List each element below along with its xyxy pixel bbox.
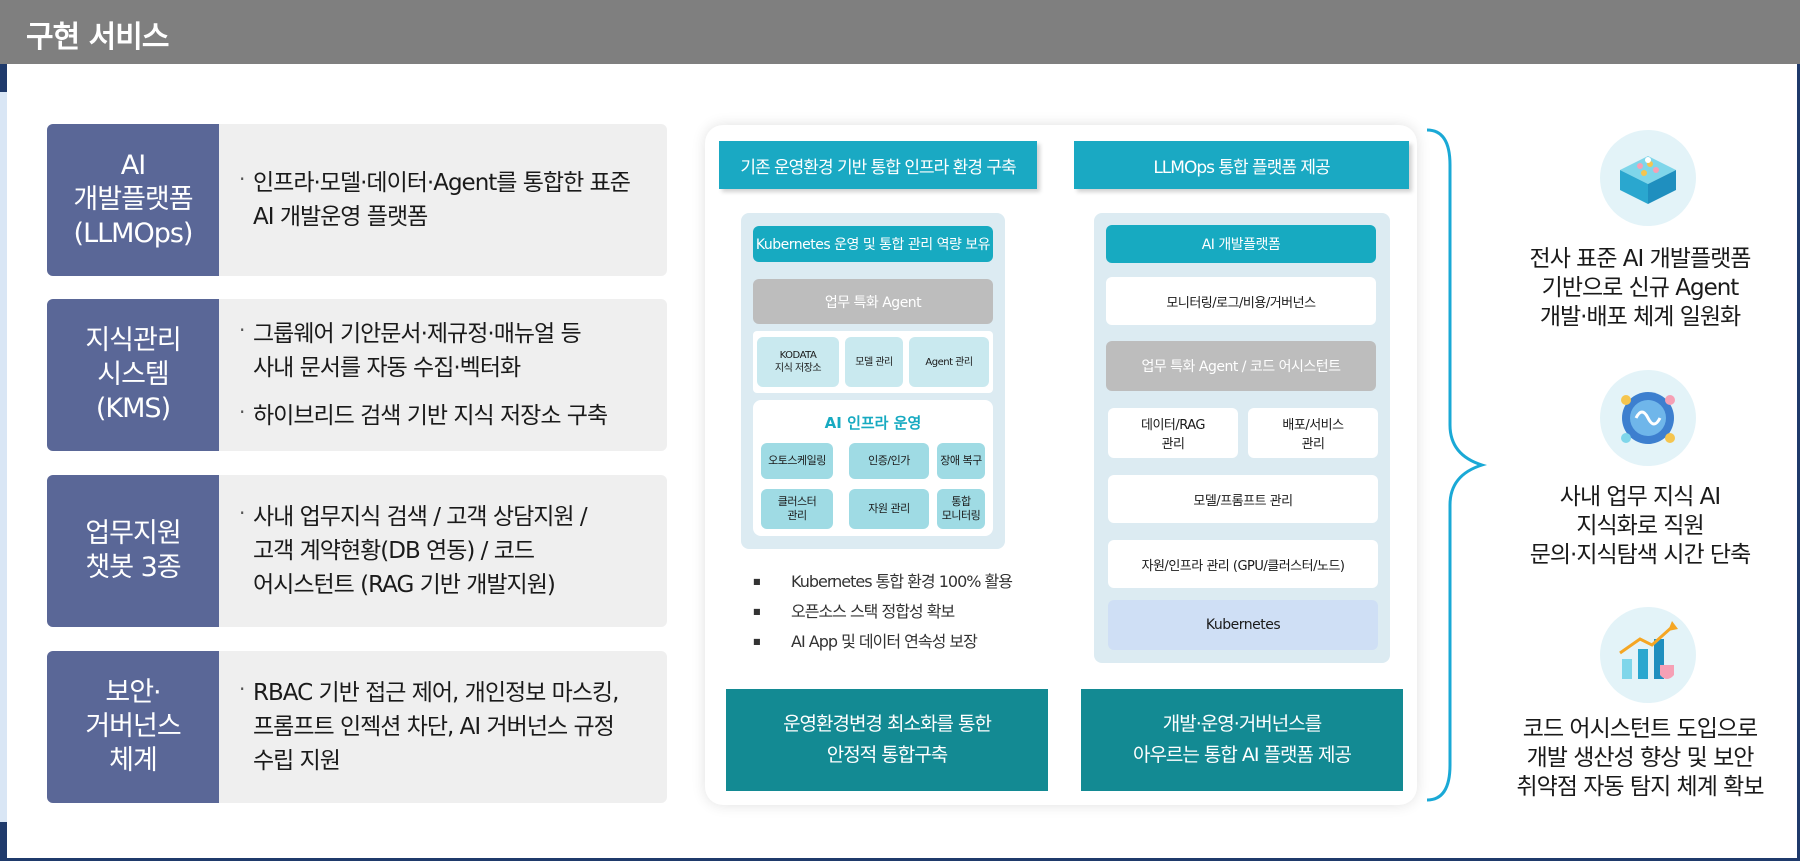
row-description: 그룹웨어 기안문서·제규정·매뉴얼 등 사내 문서를 자동 수집·벡터화 하이브… [239, 299, 664, 451]
bullet-item: 사내 업무지식 검색 / 고객 상담지원 / 고객 계약현황(DB 연동) / … [239, 496, 664, 602]
infra-ops-title: AI 인프라 운영 [824, 414, 922, 432]
autoscaling-cell: 오토스케일링 [761, 443, 833, 479]
ai-platform-box: AI 개발플랫폼 [1106, 225, 1376, 263]
header-bar: 구현 서비스 [0, 0, 1800, 64]
infra-ops-group: AI 인프라 운영 오토스케일링 인증/인가 장애 복구 클러스터 관리 자원 … [753, 400, 993, 536]
bullet-item: RBAC 기반 접근 제어, 개인정보 마스킹, 프롬프트 인젝션 차단, AI… [239, 672, 664, 778]
row-llmops: AI 개발플랫폼 (LLMOps) 인프라·모델·데이터·Agent를 통합한 … [47, 124, 667, 276]
row-kms: 지식관리 시스템 (KMS) 그룹웨어 기안문서·제규정·매뉴얼 등 사내 문서… [47, 299, 667, 451]
row-description: 인프라·모델·데이터·Agent를 통합한 표준 AI 개발운영 플랫폼 [239, 124, 664, 276]
kubernetes-box: Kubernetes [1108, 600, 1378, 650]
cluster-cell: 클러스터 관리 [761, 489, 833, 529]
brain-knowledge-icon [1600, 370, 1696, 466]
deploy-box: 배포/서비스 관리 [1248, 408, 1378, 458]
row-security: 보안· 거버넌스 체계 RBAC 기반 접근 제어, 개인정보 마스킹, 프롬프… [47, 651, 667, 803]
data-rag-box: 데이터/RAG 관리 [1108, 408, 1238, 458]
row-chatbot: 업무지원 챗봇 3종 사내 업무지식 검색 / 고객 상담지원 / 고객 계약현… [47, 475, 667, 627]
row-label: 업무지원 챗봇 3종 [47, 475, 219, 627]
list-item: Kubernetes 통합 환경 100% 활용 [753, 567, 1013, 597]
row-description: RBAC 기반 접근 제어, 개인정보 마스킹, 프롬프트 인젝션 차단, AI… [239, 651, 664, 803]
agent-mgmt-box: Agent 관리 [909, 337, 989, 387]
effect-text: 전사 표준 AI 개발플랫폼 기반으로 신규 Agent 개발·배포 체계 일원… [1529, 246, 1752, 330]
benefit-list: Kubernetes 통합 환경 100% 활용 오픈소스 스택 정합성 확보 … [753, 567, 1013, 657]
model-prompt-box: 모델/프롬프트 관리 [1108, 475, 1378, 523]
bullet-item: 그룹웨어 기안문서·제규정·매뉴얼 등 사내 문서를 자동 수집·벡터화 [239, 313, 664, 385]
list-item: 오픈소스 스택 정합성 확보 [753, 597, 1012, 627]
page-title: 구현 서비스 [26, 20, 169, 55]
growth-security-icon [1600, 607, 1696, 703]
resource-cell: 자원 관리 [849, 489, 929, 529]
right-outcome-box: 개발·운영·거버넌스를 아우르는 통합 AI 플랫폼 제공 [1081, 689, 1403, 791]
monitoring-box: 모니터링/로그/비용/거버넌스 [1106, 277, 1376, 325]
right-column-header: LLMOps 통합 플랫폼 제공 [1074, 141, 1409, 189]
llmops-diagram: AI 개발플랫폼 모니터링/로그/비용/거버넌스 업무 특화 Agent / 코… [1094, 213, 1390, 663]
effect-text: 코드 어시스턴트 도입으로 개발 생산성 향상 및 보안 취약점 자동 탐지 체… [1516, 716, 1764, 800]
brace-icon [1426, 128, 1488, 802]
infra-diagram: Kubernetes 운영 및 통합 관리 역량 보유 업무 특화 Agent … [741, 213, 1005, 549]
architecture-panel: 기존 운영환경 기반 통합 인프라 환경 구축 Kubernetes 운영 및 … [705, 125, 1417, 805]
agent-assistant-box: 업무 특화 Agent / 코드 어시스턴트 [1106, 341, 1376, 391]
row-label: 보안· 거버넌스 체계 [47, 651, 219, 803]
k8s-capability-box: Kubernetes 운영 및 통합 관리 역량 보유 [753, 226, 993, 262]
left-outcome-box: 운영환경변경 최소화를 통한 안정적 통합구축 [726, 689, 1048, 791]
resource-infra-box: 자원/인프라 관리 (GPU/클러스터/노드) [1108, 540, 1378, 588]
row-label: AI 개발플랫폼 (LLMOps) [47, 124, 219, 276]
left-column-header: 기존 운영환경 기반 통합 인프라 환경 구축 [719, 141, 1037, 189]
auth-cell: 인증/인가 [849, 443, 929, 479]
bottom-edge-bar [0, 858, 1800, 861]
row-label: 지식관리 시스템 (KMS) [47, 299, 219, 451]
management-strip: KODATA 지식 저장소 모델 관리 Agent 관리 [753, 331, 993, 393]
left-edge-bar [0, 64, 7, 861]
platform-cube-icon [1600, 130, 1696, 226]
agent-box: 업무 특화 Agent [753, 279, 993, 324]
effect-text: 사내 업무 지식 AI 지식화로 직원 문의·지식탐색 시간 단축 [1529, 484, 1752, 568]
bullet-item: 인프라·모델·데이터·Agent를 통합한 표준 AI 개발운영 플랫폼 [239, 162, 664, 234]
right-edge-bar [1797, 64, 1800, 861]
kodata-box: KODATA 지식 저장소 [757, 337, 839, 387]
recovery-cell: 장애 복구 [937, 443, 985, 479]
list-item: AI App 및 데이터 연속성 보장 [753, 627, 1012, 657]
bullet-item: 하이브리드 검색 기반 지식 저장소 구축 [239, 395, 664, 433]
row-description: 사내 업무지식 검색 / 고객 상담지원 / 고객 계약현황(DB 연동) / … [239, 475, 664, 627]
model-mgmt-box: 모델 관리 [845, 337, 903, 387]
monitoring-cell: 통합 모니터링 [937, 489, 985, 529]
